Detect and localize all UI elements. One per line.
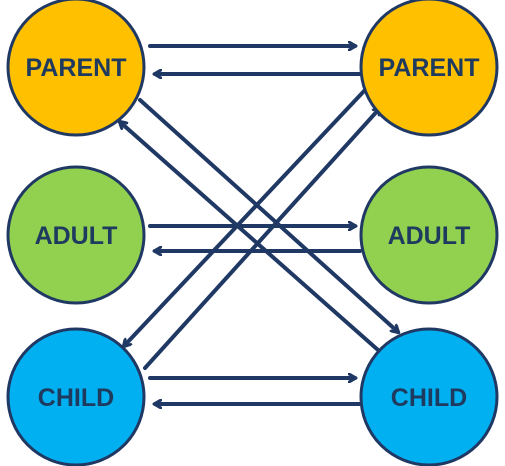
arrow-child-left-to-parent-right [143, 108, 380, 370]
arrow-parent-right-to-child-left [124, 88, 367, 346]
arrows [120, 46, 398, 404]
node-parent-left: PARENT [6, 0, 146, 137]
node-adult-right: ADULT [359, 165, 499, 305]
node-label: PARENT [379, 54, 480, 82]
node-child-left: CHILD [6, 327, 146, 466]
node-label: CHILD [391, 384, 467, 412]
node-child-right: CHILD [359, 327, 499, 466]
node-label: ADULT [388, 222, 471, 250]
node-label: ADULT [35, 222, 118, 250]
node-parent-right: PARENT [359, 0, 499, 137]
node-label: CHILD [38, 384, 114, 412]
arrow-parent-left-to-child-right [138, 98, 398, 332]
node-adult-left: ADULT [6, 165, 146, 305]
node-label: PARENT [26, 54, 127, 82]
arrow-child-right-to-parent-left [120, 122, 380, 352]
